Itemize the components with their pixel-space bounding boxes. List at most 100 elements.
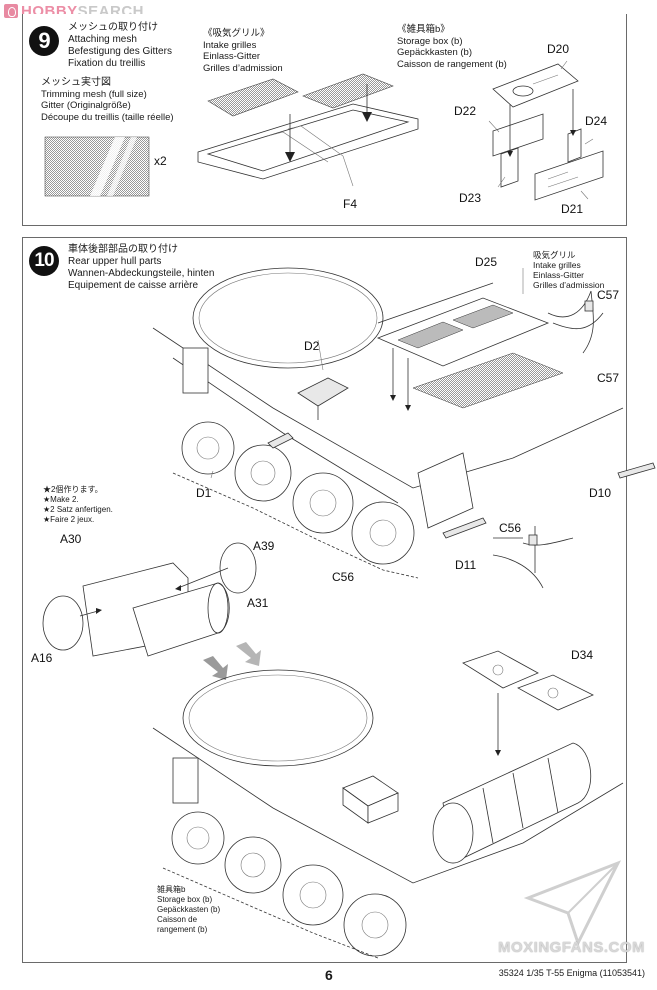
step10-storage-fr2: rangement (b) <box>157 925 208 934</box>
turret-ring <box>192 267 384 369</box>
part-d11 <box>442 517 487 539</box>
part-label-d23: D23 <box>459 191 482 205</box>
part-label-d10: D10 <box>589 486 612 500</box>
step10-storage-de: Gepäckkasten (b) <box>157 905 221 914</box>
product-code: 35324 1/35 T-55 Enigma (11053541) <box>498 968 645 978</box>
d34-boxes <box>462 650 594 711</box>
intake-grilles-heading: 《吸気グリル》 Intake grilles Einlass-Gitter Gr… <box>203 28 283 74</box>
make-two-de: ★2 Satz anfertigen. <box>43 505 113 514</box>
step10-storage-fr1: Caisson de <box>157 915 198 924</box>
direction-arrow-icon <box>203 656 228 680</box>
box-side-d24 <box>567 128 582 163</box>
direction-arrows <box>203 642 261 680</box>
mesh-piece-left <box>207 78 299 117</box>
step10-storage-en: Storage box (b) <box>157 895 213 904</box>
box-lid-d20 <box>492 63 579 108</box>
storage-box-fr: Caisson de rangement (b) <box>397 58 507 70</box>
part-label-c56-bottom: C56 <box>332 570 355 584</box>
step9-title-de: Befestigung des Gitters <box>68 46 172 57</box>
part-label-f4: F4 <box>343 197 358 211</box>
page-number: 6 <box>325 967 333 983</box>
part-label-d24: D24 <box>585 114 608 128</box>
step10-storage-box-note: 雑具箱b Storage box (b) Gepäckkasten (b) Ca… <box>157 885 220 935</box>
intake-grilles-fr: Grilles d’admission <box>203 62 283 74</box>
step10-intake-grilles-note: 吸気グリル Intake grilles Einlass-Gitter Gril… <box>533 250 604 290</box>
mesh-quantity: x2 <box>154 154 167 168</box>
step10-storage-ja: 雑具箱b <box>157 885 186 894</box>
storage-box-en: Storage box (b) <box>397 35 463 47</box>
turret-ring-completed <box>182 669 374 767</box>
make-two-en: ★Make 2. <box>43 495 79 504</box>
hobby-search-logo-icon <box>4 4 18 18</box>
drum-cap-a16 <box>42 595 84 651</box>
storage-box-heading: 《雑具箱b》 Storage box (b) Gepäckkasten (b) … <box>397 24 507 70</box>
part-d10 <box>617 462 656 479</box>
step9-title-en: Attaching mesh <box>68 34 137 45</box>
box-back-d22 <box>492 113 544 157</box>
moxingfans-watermark: MOXINGFANS.COM <box>498 939 646 956</box>
mesh-note-en: Trimming mesh (full size) <box>41 88 147 100</box>
fender-detail-c56 <box>492 526 574 589</box>
part-label-d1: D1 <box>196 486 212 500</box>
mesh-note-fr: Découpe du treillis (taille réelle) <box>41 111 174 123</box>
part-d1 <box>267 432 294 449</box>
intake-grilles-en: Intake grilles <box>203 39 257 51</box>
box-front-d21 <box>534 150 604 201</box>
step10-intake-en: Intake grilles <box>533 260 581 270</box>
part-label-d21: D21 <box>561 202 584 216</box>
mesh-full-size-template <box>44 136 150 197</box>
engine-deck-grille <box>412 352 564 409</box>
storage-box-ja: 《雑具箱b》 <box>397 24 450 35</box>
road-wheels <box>181 421 415 565</box>
mesh-note-de: Gitter (Originalgröße) <box>41 100 131 111</box>
step10-number-badge: 10 <box>29 246 59 276</box>
step10-panel: 10 車体後部部品の取り付け Rear upper hull parts Wan… <box>22 237 656 963</box>
part-label-a30: A30 <box>60 532 82 546</box>
intake-grille-diagram <box>197 73 419 187</box>
make-two-ja: ★2個作ります。 <box>43 485 103 494</box>
step10-intake-fr: Grilles d’admission <box>533 280 605 290</box>
step10-intake-de: Einlass-Gitter <box>533 270 585 280</box>
direction-arrow-icon <box>236 642 261 666</box>
intake-grilles-ja: 《吸気グリル》 <box>203 28 270 39</box>
paper-plane-watermark-icon <box>523 860 622 947</box>
arrow-down-icon <box>285 152 295 162</box>
step10-title: 車体後部部品の取り付け Rear upper hull parts Wannen… <box>68 244 214 292</box>
step9-title: メッシュの取り付け Attaching mesh Befestigung des… <box>68 22 172 70</box>
step9-panel: 9 メッシュの取り付け Attaching mesh Befestigung d… <box>22 14 627 226</box>
part-label-d25: D25 <box>475 255 498 269</box>
part-label-c56-right: C56 <box>499 521 522 535</box>
make-two-note: ★2個作ります。 ★Make 2. ★2 Satz anfertigen. ★F… <box>43 485 113 525</box>
part-label-a16: A16 <box>31 651 53 665</box>
rear-plate <box>417 452 474 529</box>
mesh-note: メッシュ実寸図 Trimming mesh (full size) Gitter… <box>41 77 174 123</box>
mesh-note-ja: メッシュ実寸図 <box>41 77 111 88</box>
storage-box-diagram <box>488 60 604 201</box>
part-label-d22: D22 <box>454 104 477 118</box>
arrow-down-icon <box>362 112 372 122</box>
completed-hull-diagram <box>152 650 624 959</box>
part-d25-rod <box>377 282 494 324</box>
box-side-d23 <box>500 147 519 188</box>
upper-hull-diagram <box>152 267 656 579</box>
mesh-piece-right <box>302 73 394 109</box>
drum-cap-a39 <box>219 542 257 594</box>
part-label-a31: A31 <box>247 596 269 610</box>
step10-title-en: Rear upper hull parts <box>68 256 162 267</box>
part-label-d20: D20 <box>547 42 570 56</box>
grille-assembly <box>376 297 550 367</box>
part-label-c57-bottom: C57 <box>597 371 620 385</box>
make-two-fr: ★Faire 2 jeux. <box>43 515 95 524</box>
part-label-d11: D11 <box>455 558 477 572</box>
step9-title-fr: Fixation du treillis <box>68 58 146 69</box>
part-label-c57-top: C57 <box>597 288 620 302</box>
step10-title-ja: 車体後部部品の取り付け <box>68 244 178 255</box>
fender-detail-c57 <box>547 290 604 354</box>
intake-grilles-de: Einlass-Gitter <box>203 51 261 62</box>
part-label-d2: D2 <box>304 339 320 353</box>
grille-frame-f4 <box>197 103 419 180</box>
step10-title-fr: Equipement de caisse arrière <box>68 280 199 291</box>
part-label-d34: D34 <box>571 648 594 662</box>
part-label-a39: A39 <box>253 539 275 553</box>
step9-number-badge: 9 <box>29 26 59 56</box>
